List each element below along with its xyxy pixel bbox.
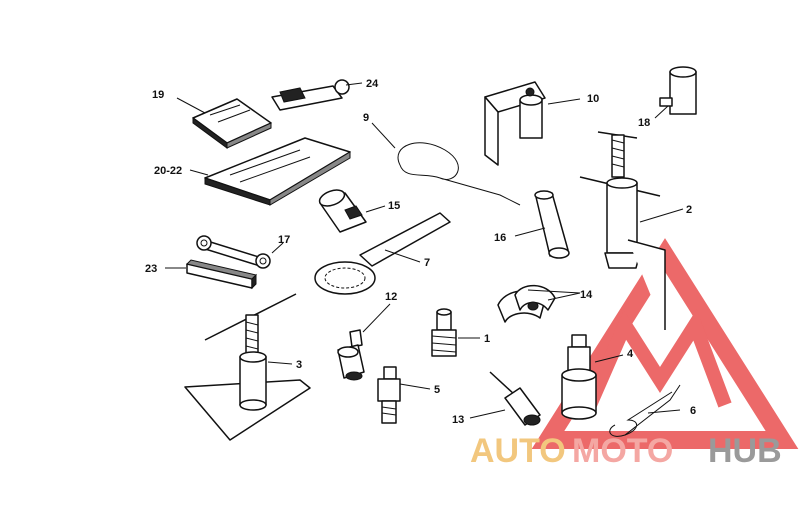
tool-23-hex-bar	[186, 259, 257, 290]
callout-1: 1	[484, 333, 490, 345]
callout-2: 2	[686, 204, 692, 216]
callout-19: 19	[152, 89, 164, 101]
callout-20-22: 20-22	[154, 165, 182, 177]
callout-10: 10	[587, 93, 599, 105]
callout-12: 12	[385, 291, 397, 303]
callout-17: 17	[278, 234, 290, 246]
watermark-hub: HUB	[708, 432, 782, 470]
callout-labels: 19 24 20-22 9 10 18 15 2 16 17 7 23 14 1…	[145, 78, 696, 426]
watermark-text: AUTO MOTO HUB	[470, 432, 782, 470]
tool-6-spring-clip	[609, 384, 681, 437]
tool-7-ring-spanner	[314, 212, 451, 295]
callout-5: 5	[434, 384, 440, 396]
tool-12-socket	[337, 329, 365, 381]
callout-9: 9	[363, 112, 369, 124]
tool-10-bracket	[484, 81, 546, 166]
callout-6: 6	[690, 405, 696, 417]
callout-15: 15	[388, 200, 400, 212]
watermark-auto: AUTO	[470, 432, 566, 470]
tool-3-bench-press	[184, 293, 311, 441]
tool-17-box-wrench	[196, 235, 271, 269]
callout-23: 23	[145, 263, 157, 275]
tool-1-hex-bolt	[431, 308, 457, 357]
tool-15-sleeve	[318, 189, 367, 233]
watermark-moto: MOTO	[572, 432, 673, 470]
tool-4-threaded-puller	[561, 334, 597, 420]
callout-3: 3	[296, 359, 302, 371]
tool-13-pin-punch	[489, 371, 541, 426]
callout-4: 4	[627, 348, 634, 360]
callout-13: 13	[452, 414, 464, 426]
tool-9-cable-loop	[397, 142, 521, 206]
tool-2-puller	[579, 131, 666, 330]
callout-7: 7	[424, 257, 430, 269]
watermark-m-shape	[583, 309, 732, 408]
tool-14-collars	[497, 284, 556, 323]
tool-24-key-case	[271, 79, 350, 111]
tool-19-manual	[192, 98, 272, 149]
watermark-logo	[531, 238, 799, 449]
tool-16-socket-tube	[534, 190, 570, 259]
callout-16: 16	[494, 232, 506, 244]
tool-5-puller-bolt	[377, 366, 401, 424]
callout-18: 18	[638, 117, 650, 129]
callout-14: 14	[580, 289, 593, 301]
tool-18-fitting	[659, 66, 697, 115]
watermark-triangle	[531, 238, 799, 449]
tool-20-22-document-folder	[204, 137, 351, 206]
callout-24: 24	[366, 78, 379, 90]
